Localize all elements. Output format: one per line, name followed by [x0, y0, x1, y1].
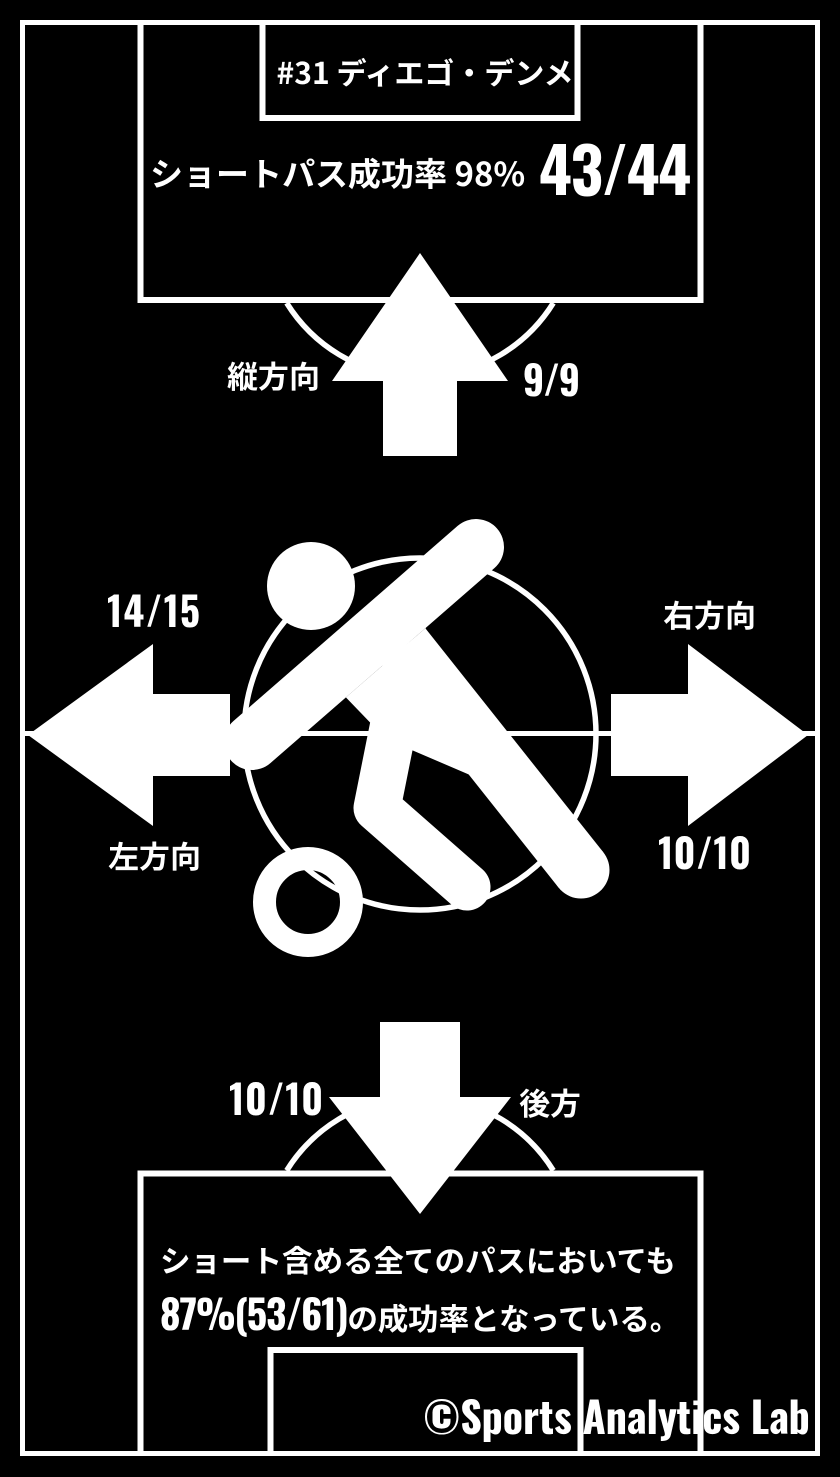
direction-right-label: 右方向 [663, 591, 756, 636]
summary-note-line2: 87%(53/61)の成功率となっている。 [160, 1285, 681, 1344]
arrow-down [329, 1022, 511, 1214]
direction-up-value: 9/9 [523, 350, 580, 408]
soccer-player-pictogram [224, 519, 610, 957]
summary-note: ショート含める全てのパスにおいても 87%(53/61)の成功率となっている。 [160, 1233, 680, 1343]
player-torso [345, 628, 470, 775]
direction-down-value: 10/10 [229, 1069, 325, 1127]
ball-icon [253, 847, 363, 957]
player-back-foot [552, 841, 610, 899]
player-name-label: #31 ディエゴ・デンメ [276, 49, 574, 93]
credit-label: ©Sports Analytics Lab [423, 1385, 810, 1447]
direction-down-label: 後方 [519, 1079, 581, 1124]
arrow-right [611, 644, 808, 826]
arrow-left [28, 644, 230, 826]
arrow-up [332, 253, 508, 456]
goal-box-bottom [267, 1347, 584, 1454]
summary-note-line2-rest: の成功率となっている。 [347, 1294, 681, 1339]
goal-box-top [259, 22, 581, 121]
player-head [267, 542, 355, 630]
summary-note-line1: ショート含める全てのパスにおいても [160, 1237, 677, 1281]
short-pass-stat-label: ショートパス成功率 98% [150, 148, 526, 196]
direction-up-label: 縦方向 [227, 351, 320, 397]
direction-right-value: 10/10 [658, 823, 752, 881]
summary-note-line2-stat: 87%(53/61) [160, 1281, 348, 1342]
short-pass-stat-value: 43/44 [539, 121, 691, 214]
pitch-outer-boundary [20, 20, 820, 1456]
player-back-leg [381, 628, 604, 888]
player-front-leg [353, 704, 491, 911]
player-arms [224, 519, 504, 770]
direction-left-label: 左方向 [108, 832, 201, 877]
direction-left-value: 14/15 [107, 581, 202, 639]
